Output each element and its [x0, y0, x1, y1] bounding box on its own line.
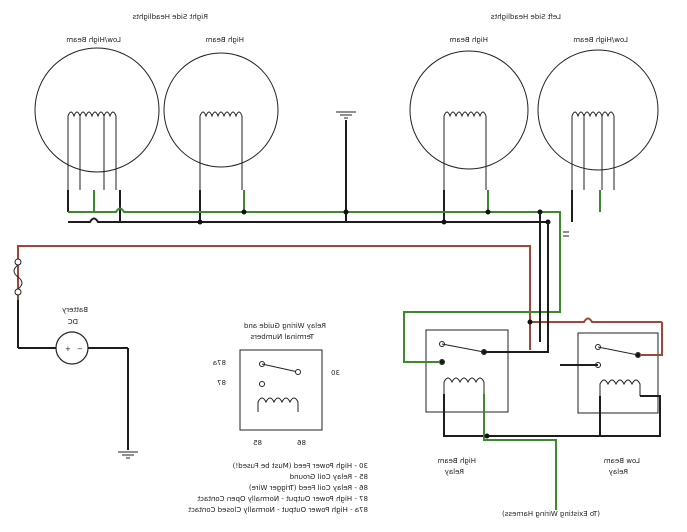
- relay-guide-diagram: [239, 349, 323, 431]
- high-beam-relay: [425, 329, 509, 413]
- pin-legend-line-4: 87 - High Power Output - Normally Open C…: [197, 495, 368, 503]
- relay-pin-87: 87: [217, 379, 226, 387]
- lamp-label-4: Low/High Beam: [573, 36, 628, 44]
- battery-ground-icon: [118, 451, 138, 459]
- low-beam-relay-label-2: Relay: [609, 468, 628, 476]
- relay-junctions: [440, 319, 640, 439]
- headlight-high-left: [409, 50, 529, 190]
- left-side-headlights-title: Left Side Headlights: [490, 13, 561, 21]
- lamp-label-2: High Beam: [205, 36, 244, 44]
- relay-pin-85: 85: [253, 439, 262, 447]
- battery-label: Battery: [62, 306, 88, 314]
- headlight-low-high-right: [34, 47, 160, 190]
- right-side-headlights-title: Right Side Headlights: [132, 13, 208, 21]
- pin-legend-line-2: 85 - Relay Coil Ground: [290, 473, 368, 481]
- fuse-icon: [13, 258, 23, 296]
- pin-legend-line-3: 86 - Relay Coil Feed (Trigger Wire): [249, 484, 368, 492]
- low-beam-relay: [577, 332, 659, 414]
- pin-legend-line-5: 87a - High Power Output - Normally Close…: [188, 506, 368, 514]
- lamp-label-1: Low/High Beam: [66, 36, 121, 44]
- headlight-low-high-left: [537, 49, 659, 190]
- headlight-bus-wires: [68, 207, 561, 223]
- harness-label: (To Existing Wiring Harness): [502, 510, 600, 518]
- chassis-ground-top-icon: [336, 111, 356, 222]
- low-beam-relay-label-1: Low Beam: [604, 457, 640, 465]
- lamp-label-3: High Beam: [449, 36, 488, 44]
- battery-type-label: DC: [68, 318, 78, 326]
- relay-pin-87a: 87a: [213, 359, 226, 367]
- bus-ground-mark-icon: [563, 231, 569, 237]
- svg-text:−: −: [77, 345, 83, 353]
- svg-text:+: +: [65, 345, 71, 353]
- headlight-high-right: [163, 52, 279, 190]
- relay-pin-30: 30: [331, 369, 340, 377]
- bus-junctions: [197, 209, 551, 225]
- relay-output-wires: [403, 212, 663, 510]
- relay-pin-86: 86: [297, 439, 306, 447]
- high-beam-relay-label-1: High Beam: [437, 457, 476, 465]
- pin-legend-line-1: 30 - High Power Feed (Must be Fused!): [232, 462, 368, 470]
- battery-icon: + −: [17, 300, 129, 450]
- lamp-leads: [67, 190, 601, 222]
- relay-guide-title-2: Terminal Numbers: [250, 333, 315, 341]
- battery-feed-wire: [17, 245, 662, 350]
- high-beam-relay-label-2: Relay: [445, 468, 464, 476]
- relay-guide-title-1: Relay Wiring Guide and: [244, 322, 326, 330]
